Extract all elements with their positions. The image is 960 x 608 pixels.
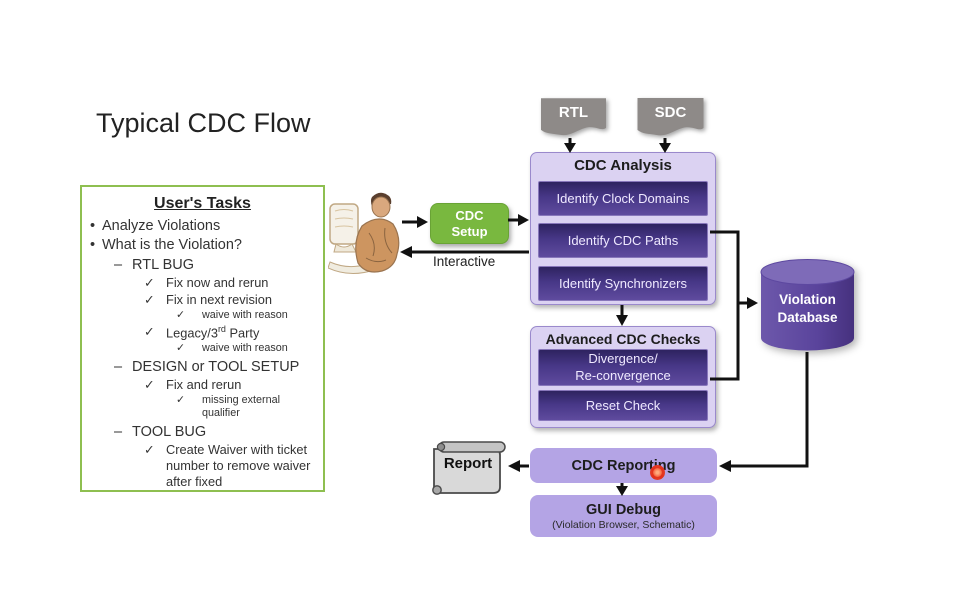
check-marker: ✓ (144, 275, 155, 291)
arrowhead (719, 460, 731, 472)
task-text: Create Waiver with ticket number to remo… (166, 441, 311, 489)
report-output: Report (429, 440, 509, 497)
step-identify-synchronizers: Identify Synchronizers (538, 266, 708, 301)
task-item: ✓ waive with reason (88, 309, 317, 322)
dash-marker: – (114, 423, 123, 440)
connector-db-to-reporting (730, 352, 809, 468)
cdc-analysis-box: CDC Analysis Identify Clock Domains Iden… (530, 152, 716, 305)
user-at-computer-illustration (328, 188, 404, 280)
task-text: Analyze Violations (102, 218, 221, 234)
task-item: ✓ Fix and rerun (88, 377, 317, 393)
check-marker: ✓ (144, 376, 155, 392)
mouse-click-indicator (650, 465, 665, 480)
gui-debug-box: GUI Debug (Violation Browser, Schematic) (530, 495, 717, 537)
interactive-label: Interactive (433, 254, 496, 269)
task-text: Fix and rerun (166, 376, 242, 392)
task-text: Legacy/3rd Party (166, 323, 260, 341)
task-text: waive with reason (202, 309, 288, 322)
task-item: ✓ Fix now and rerun (88, 275, 317, 291)
page-title: Typical CDC Flow (96, 108, 311, 138)
dash-marker: – (114, 257, 123, 274)
database-cylinder-icon (760, 259, 855, 351)
task-text: Fix in next revision (166, 292, 272, 308)
task-text: RTL BUG (132, 257, 195, 274)
task-text: waive with reason (202, 342, 288, 355)
advanced-checks-title: Advanced CDC Checks (545, 331, 701, 347)
task-text: Fix now and rerun (166, 275, 269, 291)
check-marker: ✓ (176, 342, 186, 355)
check-marker: ✓ (144, 292, 155, 308)
task-text: TOOL BUG (132, 423, 207, 440)
person-computer-icon (328, 192, 400, 274)
advanced-cdc-checks-box: Advanced CDC Checks Divergence/ Re-conve… (530, 326, 716, 428)
banner-shape (540, 98, 607, 136)
cdc-setup-box: CDC Setup (430, 203, 509, 244)
step-reset-check: Reset Check (538, 390, 708, 421)
check-marker: ✓ (144, 441, 155, 457)
tasks-heading: User's Tasks (154, 195, 251, 212)
task-item: – DESIGN or TOOL SETUP (88, 358, 317, 376)
task-item: ✓ Legacy/3rd Party (88, 324, 317, 341)
violation-database-label: Violation Database (777, 292, 838, 326)
arrowhead (508, 460, 520, 472)
banner-shape (637, 98, 704, 136)
gui-debug-title: GUI Debug (586, 501, 661, 518)
bullet-marker: • (90, 218, 96, 234)
users-tasks-panel: User's Tasks • Analyze Violations • What… (80, 185, 325, 492)
task-item: ✓ waive with reason (88, 342, 317, 355)
gui-debug-subtitle: (Violation Browser, Schematic) (552, 518, 695, 531)
task-item: – TOOL BUG (88, 423, 317, 441)
arrowhead (518, 214, 529, 226)
sdc-input-banner: SDC (636, 97, 705, 141)
arrowhead (616, 315, 628, 326)
scroll-icon (432, 441, 506, 495)
dash-marker: – (114, 358, 123, 375)
task-item: ✓ Create Waiver with ticket number to re… (88, 442, 317, 490)
task-item: – RTL BUG (88, 256, 317, 274)
violation-database: Violation Database (757, 255, 858, 354)
arrowhead (417, 216, 428, 228)
task-text: DESIGN or TOOL SETUP (132, 358, 300, 375)
sdc-banner-label: SDC (654, 104, 687, 121)
task-item: ✓ Fix in next revision (88, 292, 317, 308)
task-text: What is the Violation? (102, 237, 242, 254)
rtl-banner-label: RTL (558, 104, 589, 121)
step-divergence-reconvergence: Divergence/ Re-convergence (538, 349, 708, 386)
task-item: • Analyze Violations (88, 217, 317, 235)
task-item: ✓ missing external qualifier (88, 394, 317, 421)
cdc-setup-label-line2: Setup (451, 223, 488, 239)
rtl-input-banner: RTL (540, 97, 607, 141)
step-identify-cdc-paths: Identify CDC Paths (538, 223, 708, 258)
check-marker: ✓ (176, 393, 186, 406)
cdc-reporting-label: CDC Reporting (571, 457, 676, 474)
step-identify-clock-domains: Identify Clock Domains (538, 181, 708, 216)
cdc-reporting-box: CDC Reporting (530, 448, 717, 483)
task-item: • What is the Violation? (88, 236, 317, 254)
cdc-analysis-title: CDC Analysis (574, 157, 672, 174)
report-label: Report (443, 455, 493, 472)
check-marker: ✓ (144, 323, 155, 339)
bullet-marker: • (90, 237, 96, 254)
check-marker: ✓ (176, 309, 186, 322)
cdc-setup-label-line1: CDC (455, 207, 484, 223)
task-text: missing external qualifier (202, 393, 281, 420)
